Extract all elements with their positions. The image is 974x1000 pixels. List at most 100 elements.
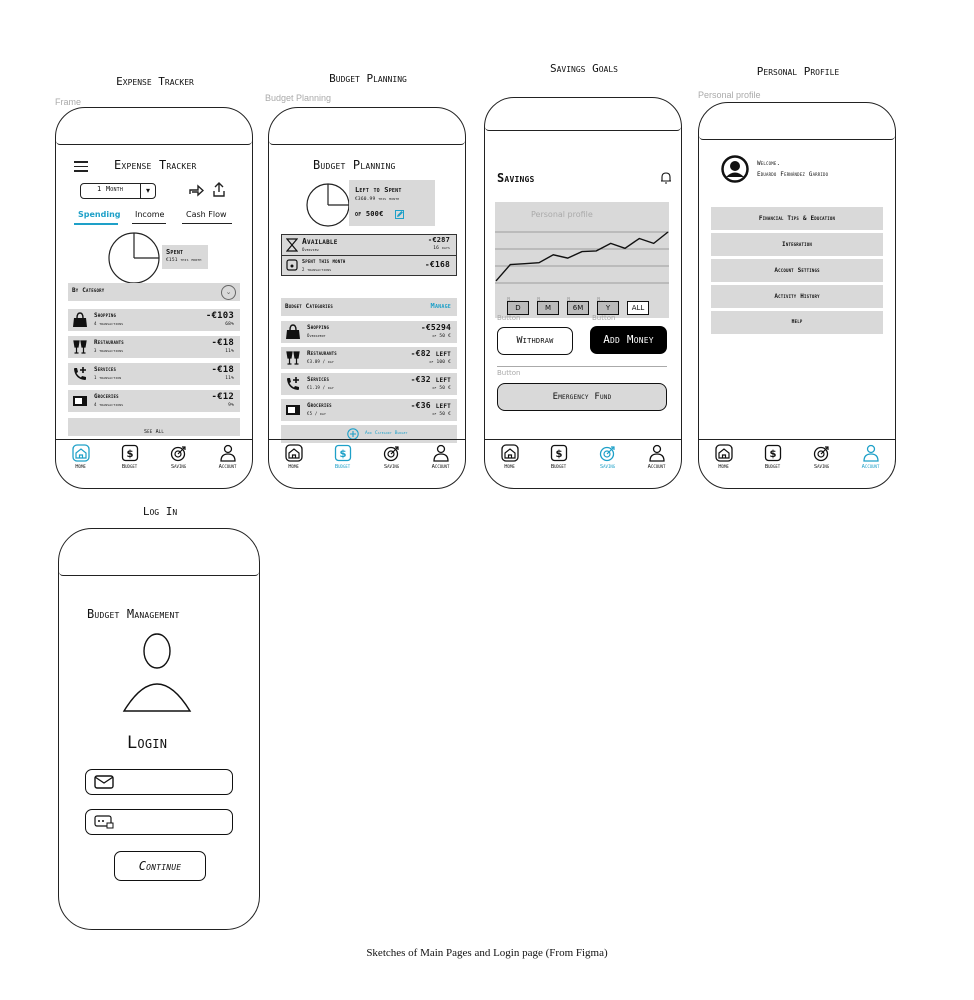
category-sub: 3 transactions	[94, 348, 124, 353]
tab-income[interactable]: Income	[135, 210, 165, 219]
category-amount: -€32 left	[410, 375, 451, 384]
wallet-icon	[286, 259, 298, 271]
menu-item-integration[interactable]: Integration	[711, 233, 883, 256]
category-amount: -€103	[205, 311, 234, 321]
status-bar	[269, 108, 465, 145]
edit-icon[interactable]	[395, 210, 404, 219]
period-select[interactable]: 1 Month ▾	[80, 183, 156, 199]
dollar-icon: $	[550, 444, 567, 462]
nav-home[interactable]: Home	[58, 444, 103, 470]
period-button-m[interactable]: B... M	[537, 297, 565, 315]
dollar-icon: $	[121, 444, 138, 462]
period-button-all[interactable]: ALL	[627, 301, 649, 315]
emergency-fund-button[interactable]: Emergency Fund	[497, 383, 667, 411]
bottom-nav: Home $ Budget Saving Account	[269, 439, 465, 488]
period-button-y[interactable]: B... Y	[597, 297, 625, 315]
continue-button[interactable]: Continue	[114, 851, 206, 881]
category-row[interactable]: Services 1 transaction -€18 11%	[68, 363, 240, 385]
category-row[interactable]: Restaurants 3 transactions -€18 11%	[68, 336, 240, 358]
home-icon	[500, 444, 519, 462]
chart-label: Personal profile	[531, 210, 593, 219]
category-amount: -€82 left	[410, 349, 451, 358]
password-field[interactable]	[85, 809, 233, 835]
spending-pie-chart	[108, 232, 160, 284]
chevron-down-icon[interactable]: ⌄	[221, 285, 236, 300]
nav-home[interactable]: Home	[487, 444, 532, 470]
nav-budget[interactable]: $ Budget	[536, 444, 581, 470]
frame-title-savings: Savings Goals	[549, 62, 619, 75]
menu-item-financial-tips[interactable]: Financial Tips & Education	[711, 207, 883, 230]
nav-account[interactable]: Account	[848, 444, 893, 470]
category-name: Shopping	[94, 312, 117, 319]
category-row[interactable]: Shopping 4 transactions -€103 68%	[68, 309, 240, 331]
category-of: of 50 €	[432, 412, 451, 417]
category-name: Services	[307, 376, 330, 383]
menu-item-help[interactable]: Help	[711, 311, 883, 334]
nav-label: Home	[288, 464, 299, 470]
button-hint: Button	[497, 314, 521, 322]
hamburger-menu-icon[interactable]	[74, 161, 88, 172]
status-bar	[59, 529, 259, 576]
category-row[interactable]: Groceries 4 transactions -€12 9%	[68, 390, 240, 412]
envelope-icon	[94, 775, 114, 789]
nav-home[interactable]: Home	[701, 444, 746, 470]
left-title: Left to Spent	[355, 186, 402, 194]
budget-category-row[interactable]: Restaurants €3.09 / day -€82 left of 100…	[281, 347, 457, 369]
available-subtitle: Overview	[302, 247, 319, 252]
nav-label: Account	[431, 464, 450, 470]
app-title: Budget Management	[87, 607, 180, 621]
login-phone: Budget Management Login Continue	[58, 528, 260, 930]
category-name: Restaurants	[94, 339, 124, 346]
dollar-icon: $	[764, 444, 781, 462]
nav-account[interactable]: Account	[418, 444, 463, 470]
avatar-icon	[721, 155, 749, 183]
button-hint: Button	[592, 314, 616, 322]
bottom-nav: Home $ Budget Saving Account	[485, 439, 681, 488]
nav-saving[interactable]: Saving	[369, 444, 414, 470]
nav-label: Account	[861, 464, 880, 470]
add-category-budget-label: Add Category Budget	[365, 431, 408, 436]
left-of: of 500€	[355, 210, 384, 218]
spent-month-amount: -€168	[424, 260, 450, 269]
spent-title: Spent	[166, 248, 184, 256]
menu-item-account-settings[interactable]: Account Settings	[711, 259, 883, 282]
share-icon[interactable]	[188, 183, 204, 197]
bell-icon[interactable]	[660, 171, 672, 184]
wine-glasses-icon	[286, 351, 300, 365]
add-money-button[interactable]: Add Money	[590, 326, 667, 354]
nav-saving[interactable]: Saving	[585, 444, 630, 470]
budget-pie-chart	[306, 183, 350, 227]
nav-account[interactable]: Account	[634, 444, 679, 470]
nav-account[interactable]: Account	[205, 444, 250, 470]
hourglass-icon	[286, 238, 298, 252]
budget-category-row[interactable]: Groceries €5 / day -€36 left of 50 €	[281, 399, 457, 421]
email-field[interactable]	[85, 769, 233, 795]
period-button-d[interactable]: B... D	[507, 297, 535, 315]
tab-cash-flow[interactable]: Cash Flow	[186, 210, 227, 219]
page-title: Expense Tracker	[114, 158, 197, 172]
nav-saving[interactable]: Saving	[799, 444, 844, 470]
nav-budget[interactable]: $ Budget	[320, 444, 365, 470]
period-label: 6M	[567, 301, 589, 315]
tab-spending[interactable]: Spending	[78, 210, 121, 219]
category-sub: €5 / day	[307, 411, 327, 416]
manage-link[interactable]: Manage	[430, 302, 451, 310]
category-percent: 68%	[225, 322, 234, 327]
category-name: Shopping	[307, 324, 330, 331]
menu-item-activity-history[interactable]: Activity History	[711, 285, 883, 308]
expense-phone: Expense Tracker 1 Month ▾ Spending Incom…	[55, 107, 253, 489]
nav-saving[interactable]: Saving	[156, 444, 201, 470]
nav-home[interactable]: Home	[271, 444, 316, 470]
frame-label-budget: Budget Planning	[265, 93, 332, 103]
budget-category-row[interactable]: Shopping Overspent -€5294 of 50 €	[281, 321, 457, 343]
nav-budget[interactable]: $ Budget	[107, 444, 152, 470]
budget-category-row[interactable]: Services €1.19 / day -€32 left of 50 €	[281, 373, 457, 395]
export-icon[interactable]	[212, 182, 226, 198]
withdraw-button[interactable]: Withdraw	[497, 327, 573, 355]
nav-label: Budget	[334, 464, 351, 470]
see-all-button[interactable]: See All	[68, 418, 240, 436]
profile-phone: Welcome. Eduardo Fernández Garrido Finan…	[698, 102, 896, 489]
category-sub: 4 transactions	[94, 321, 124, 326]
period-button-6m[interactable]: B... 6M	[567, 297, 595, 315]
nav-budget[interactable]: $ Budget	[750, 444, 795, 470]
